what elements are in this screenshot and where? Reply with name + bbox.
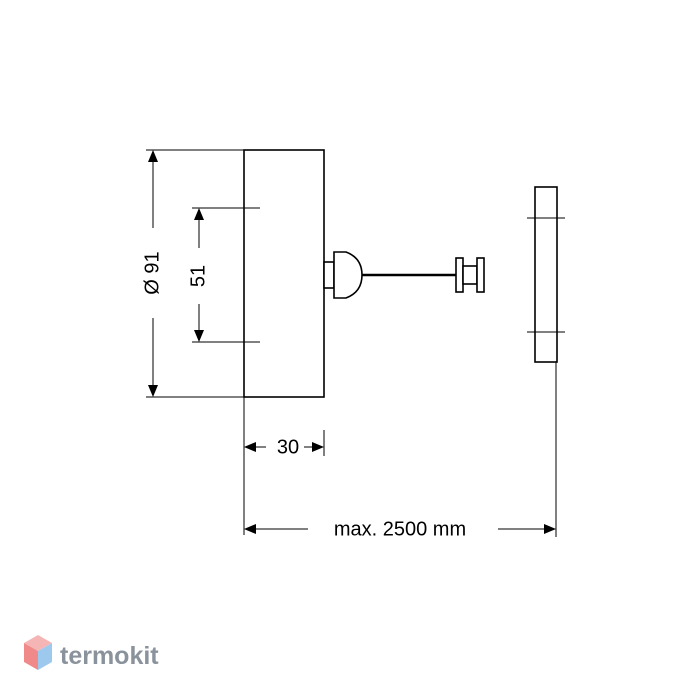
- brand-wordmark: termokit: [60, 642, 159, 670]
- wall-mount: [527, 186, 565, 363]
- line-end-hook: [455, 257, 485, 293]
- inner-height-dimension: 51: [187, 207, 260, 343]
- diameter-dimension: Ø 91: [141, 149, 244, 398]
- depth-dimension: 30: [243, 397, 325, 535]
- termokit-watermark: termokit: [24, 635, 159, 670]
- logo-left-face: [24, 643, 38, 670]
- logo-right-face: [38, 643, 52, 670]
- diameter-label: Ø 91: [141, 251, 163, 294]
- max-length-dimension: max. 2500 mm: [244, 362, 557, 540]
- termokit-logo-icon: [24, 635, 52, 670]
- housing-body: [243, 149, 325, 398]
- inner-height-label: 51: [187, 265, 209, 287]
- pull-knob: [323, 251, 363, 299]
- depth-label: 30: [277, 436, 299, 458]
- max-length-label: max. 2500 mm: [334, 518, 466, 540]
